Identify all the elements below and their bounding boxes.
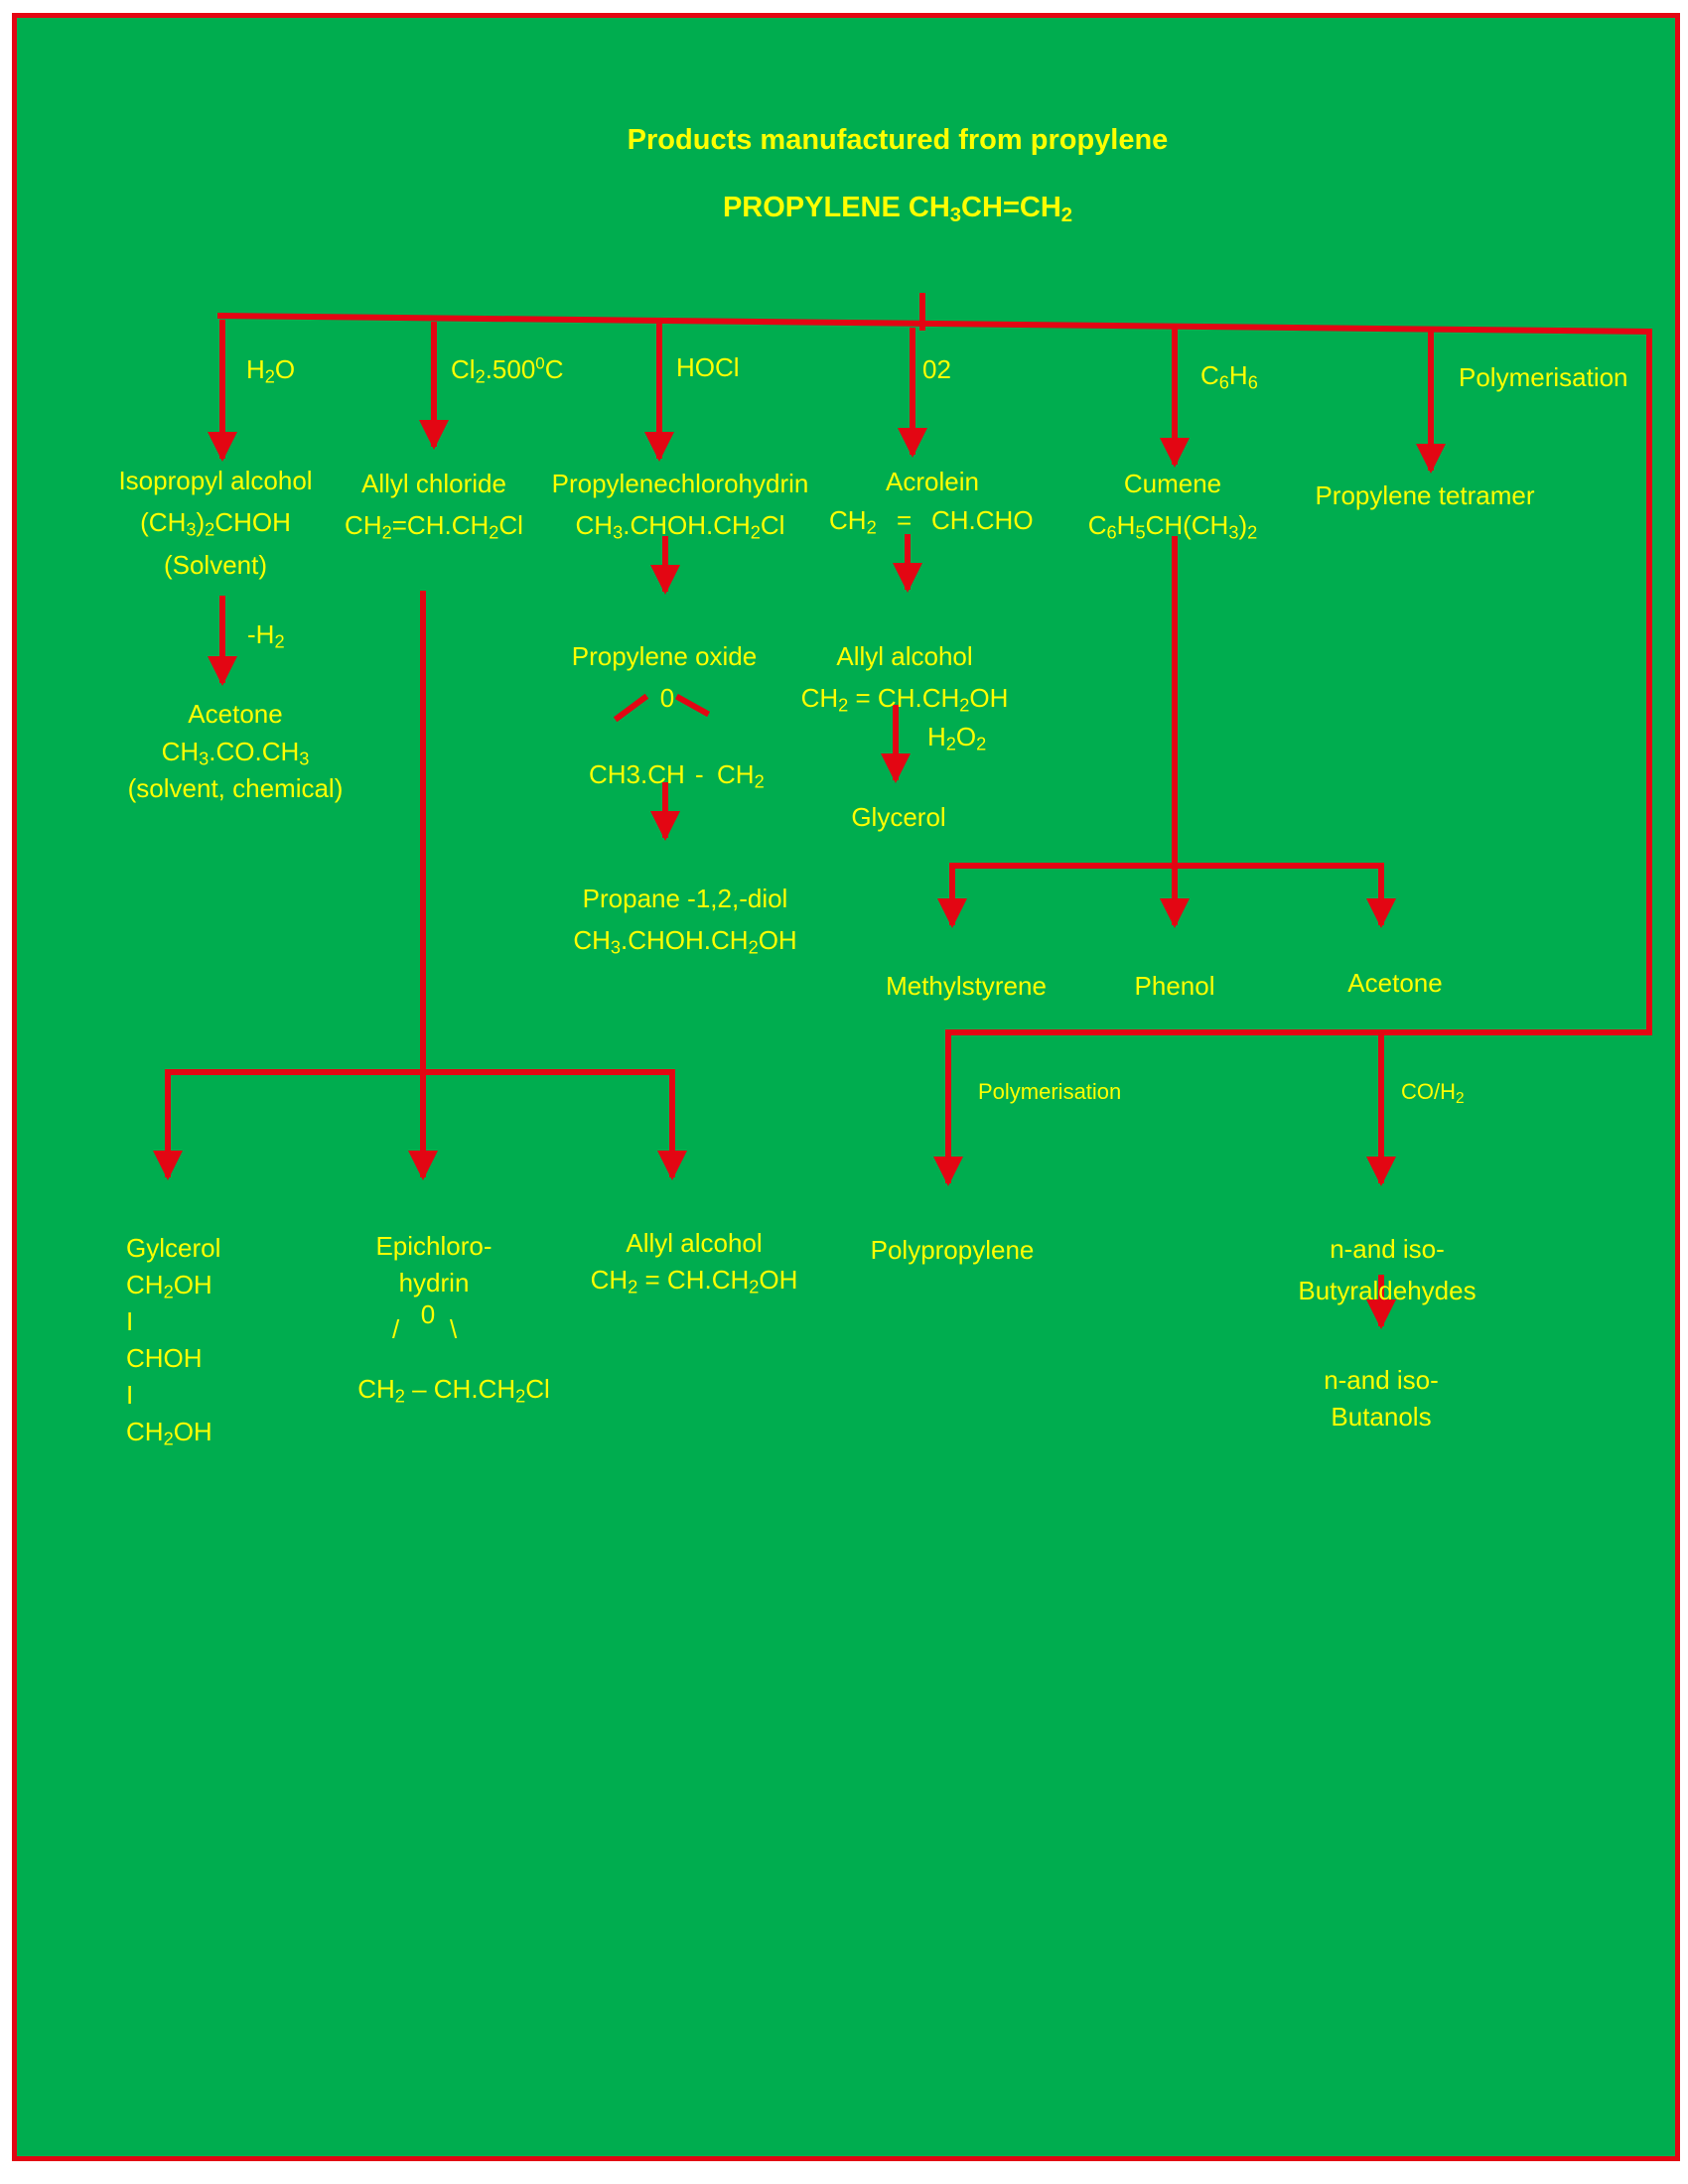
product-phenol: Phenol [1134, 971, 1215, 1001]
product-name-line-2: Butyraldehydes [1298, 1276, 1477, 1305]
epoxide-oxygen: 0 [659, 683, 675, 713]
product-methylstyrene: Methylstyrene [886, 971, 1047, 1001]
product-name: Allyl alcohol [626, 1228, 763, 1258]
product-name-line-2: Butanols [1331, 1402, 1432, 1432]
ring-left: CH3.CH [589, 759, 685, 789]
diagram-frame: Products manufactured from propylene PRO… [12, 13, 1680, 2161]
product-formula: CH3.CHOH.CH2OH [573, 925, 797, 958]
reagent-polymerisation-lower: Polymerisation [978, 1079, 1122, 1104]
product-name: Propylene oxide [571, 641, 758, 671]
product-use: (solvent, chemical) [127, 773, 344, 803]
epoxide-bond-left [613, 693, 649, 723]
reagent-chlorine: Cl2.5000C [451, 353, 564, 387]
epoxide-oxygen: 0 [420, 1299, 436, 1329]
product-formula: CH2=CH.CH2Cl [345, 510, 523, 543]
product-name: Propylenechlorohydrin [551, 469, 809, 498]
reaction-arrows [153, 293, 1653, 1329]
formula-line-3: CH2OH [126, 1417, 212, 1449]
diagram-title: Products manufactured from propylene [627, 124, 1169, 156]
product-propylene-tetramer: Propylene tetramer [1315, 480, 1535, 510]
product-name: Allyl chloride [361, 469, 506, 498]
ring-right: CH2 [717, 759, 765, 792]
product-name-line-2: hydrin [398, 1268, 470, 1297]
reagent-benzene: C6H6 [1200, 360, 1258, 393]
product-formula: C6H5CH(CH3)2 [1087, 510, 1258, 543]
product-name: Gylcerol [126, 1233, 221, 1263]
product-use: (Solvent) [163, 550, 268, 580]
product-name-line-1: Epichloro- [375, 1231, 492, 1261]
product-name: Acetone [188, 699, 283, 729]
formula-line-2: CHOH [126, 1343, 203, 1373]
product-polypropylene: Polypropylene [870, 1235, 1035, 1265]
epoxide-bond-right: \ [450, 1314, 458, 1344]
product-name: Acrolein [886, 467, 979, 496]
product-name: Cumene [1123, 469, 1222, 498]
ring-bond: - [695, 759, 704, 789]
product-ring-formula: CH2 – CH.CH2Cl [357, 1374, 550, 1407]
root-compound: PROPYLENE CH3CH=CH2 [722, 192, 1073, 227]
product-acetone-from-cumene: Acetone [1347, 968, 1443, 998]
formula-line-1: CH2OH [126, 1270, 212, 1302]
reagent-syngas: CO/H2 [1401, 1079, 1465, 1107]
product-formula-left: CH2 [829, 505, 877, 538]
product-glycerol: Glycerol [851, 802, 946, 832]
reagent-hydrogen-peroxide: H2O2 [927, 722, 987, 754]
epoxide-bond-right [674, 693, 711, 718]
formula-bond-1: I [126, 1306, 134, 1336]
main-branch-line [216, 312, 1653, 336]
reagent-water: H2O [246, 354, 296, 387]
product-formula: (CH3)2CHOH [140, 507, 291, 540]
product-formula: CH2 = CH.CH2OH [800, 683, 1009, 716]
product-formula-right: CH.CHO [931, 505, 1034, 535]
product-formula-double-bond: = [897, 505, 913, 535]
epoxide-bond-left: / [392, 1314, 400, 1344]
product-name: Allyl alcohol [836, 641, 973, 671]
product-name: Propane -1,2,-diol [582, 884, 788, 913]
product-name-line-1: n-and iso- [1324, 1365, 1439, 1395]
product-formula: CH3.CHOH.CH2Cl [575, 510, 785, 543]
product-name: Isopropyl alcohol [118, 466, 313, 495]
reagent-polymerisation-top: Polymerisation [1459, 362, 1628, 392]
product-formula: CH2 = CH.CH2OH [590, 1265, 798, 1297]
reagent-oxygen: 02 [922, 354, 951, 384]
product-formula: CH3.CO.CH3 [161, 737, 310, 769]
reagent-dehydrogenation: -H2 [247, 619, 285, 652]
reagent-hocl: HOCl [676, 352, 740, 382]
product-name-line-1: n-and iso- [1330, 1234, 1445, 1264]
formula-bond-2: I [126, 1380, 134, 1410]
